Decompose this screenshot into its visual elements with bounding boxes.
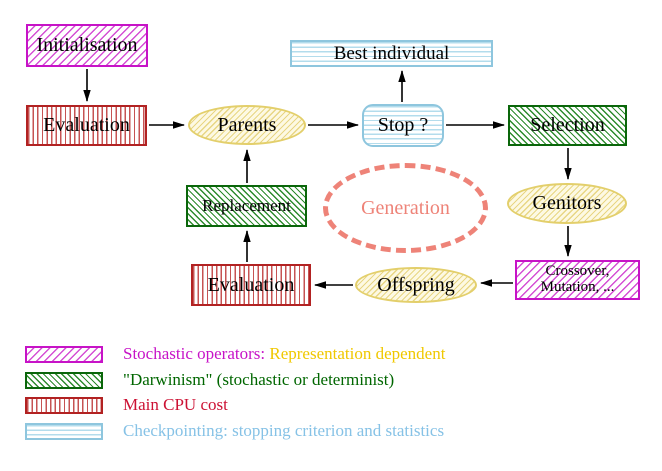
- legend-row-stochastic: Stochastic operators: Representation dep…: [25, 344, 445, 364]
- legend-text-stochastic-primary: Stochastic operators:: [123, 344, 266, 363]
- legend-row-checkpointing: Checkpointing: stopping criterion and st…: [25, 421, 444, 441]
- legend-swatch-magenta-hatch: [25, 345, 103, 363]
- node-initialisation-label: Initialisation: [36, 34, 138, 56]
- node-genitors: Genitors: [507, 183, 627, 224]
- node-evaluation-bottom-label: Evaluation: [207, 273, 295, 296]
- legend-row-darwinism: "Darwinism" (stochastic or determinist): [25, 370, 394, 390]
- node-best-individual-label: Best individual: [333, 42, 450, 64]
- node-replacement-label: Replacement: [202, 196, 291, 216]
- node-stop-label: Stop ?: [377, 114, 429, 136]
- node-evaluation-top: Evaluation: [26, 105, 147, 146]
- node-generation-label: Generation: [361, 196, 450, 219]
- node-genitors-label: Genitors: [532, 192, 602, 214]
- node-crossover-mutation: Crossover, Mutation, ...: [515, 260, 640, 300]
- node-best-individual: Best individual: [290, 40, 493, 67]
- node-evaluation-bottom: Evaluation: [191, 264, 311, 306]
- node-stop: Stop ?: [362, 104, 444, 147]
- node-crossover-label-line1: Crossover,: [545, 263, 610, 280]
- legend-text-checkpointing: Checkpointing: stopping criterion and st…: [123, 421, 445, 440]
- node-parents: Parents: [188, 105, 306, 145]
- node-generation: Generation: [323, 163, 488, 253]
- node-evaluation-top-label: Evaluation: [43, 114, 130, 136]
- node-offspring-label: Offspring: [377, 273, 455, 296]
- legend-text-cpu-cost: Main CPU cost: [123, 395, 228, 414]
- legend-text-stochastic-secondary: Representation dependent: [269, 344, 446, 363]
- legend-text-darwinism: "Darwinism" (stochastic or determinist): [123, 370, 395, 389]
- legend-swatch-cyan-lines: [25, 422, 103, 440]
- node-initialisation: Initialisation: [26, 24, 148, 67]
- node-selection: Selection: [508, 105, 627, 146]
- legend-swatch-green-hatch: [25, 371, 103, 389]
- node-selection-label: Selection: [530, 114, 605, 136]
- node-offspring: Offspring: [355, 267, 477, 303]
- node-replacement: Replacement: [186, 185, 307, 227]
- node-parents-label: Parents: [217, 113, 277, 136]
- legend-swatch-red-lines: [25, 396, 103, 414]
- legend-row-cpu-cost: Main CPU cost: [25, 395, 228, 415]
- legend-text-stochastic: Stochastic operators: Representation dep…: [123, 344, 445, 364]
- node-crossover-label-line2: Mutation, ...: [540, 279, 615, 295]
